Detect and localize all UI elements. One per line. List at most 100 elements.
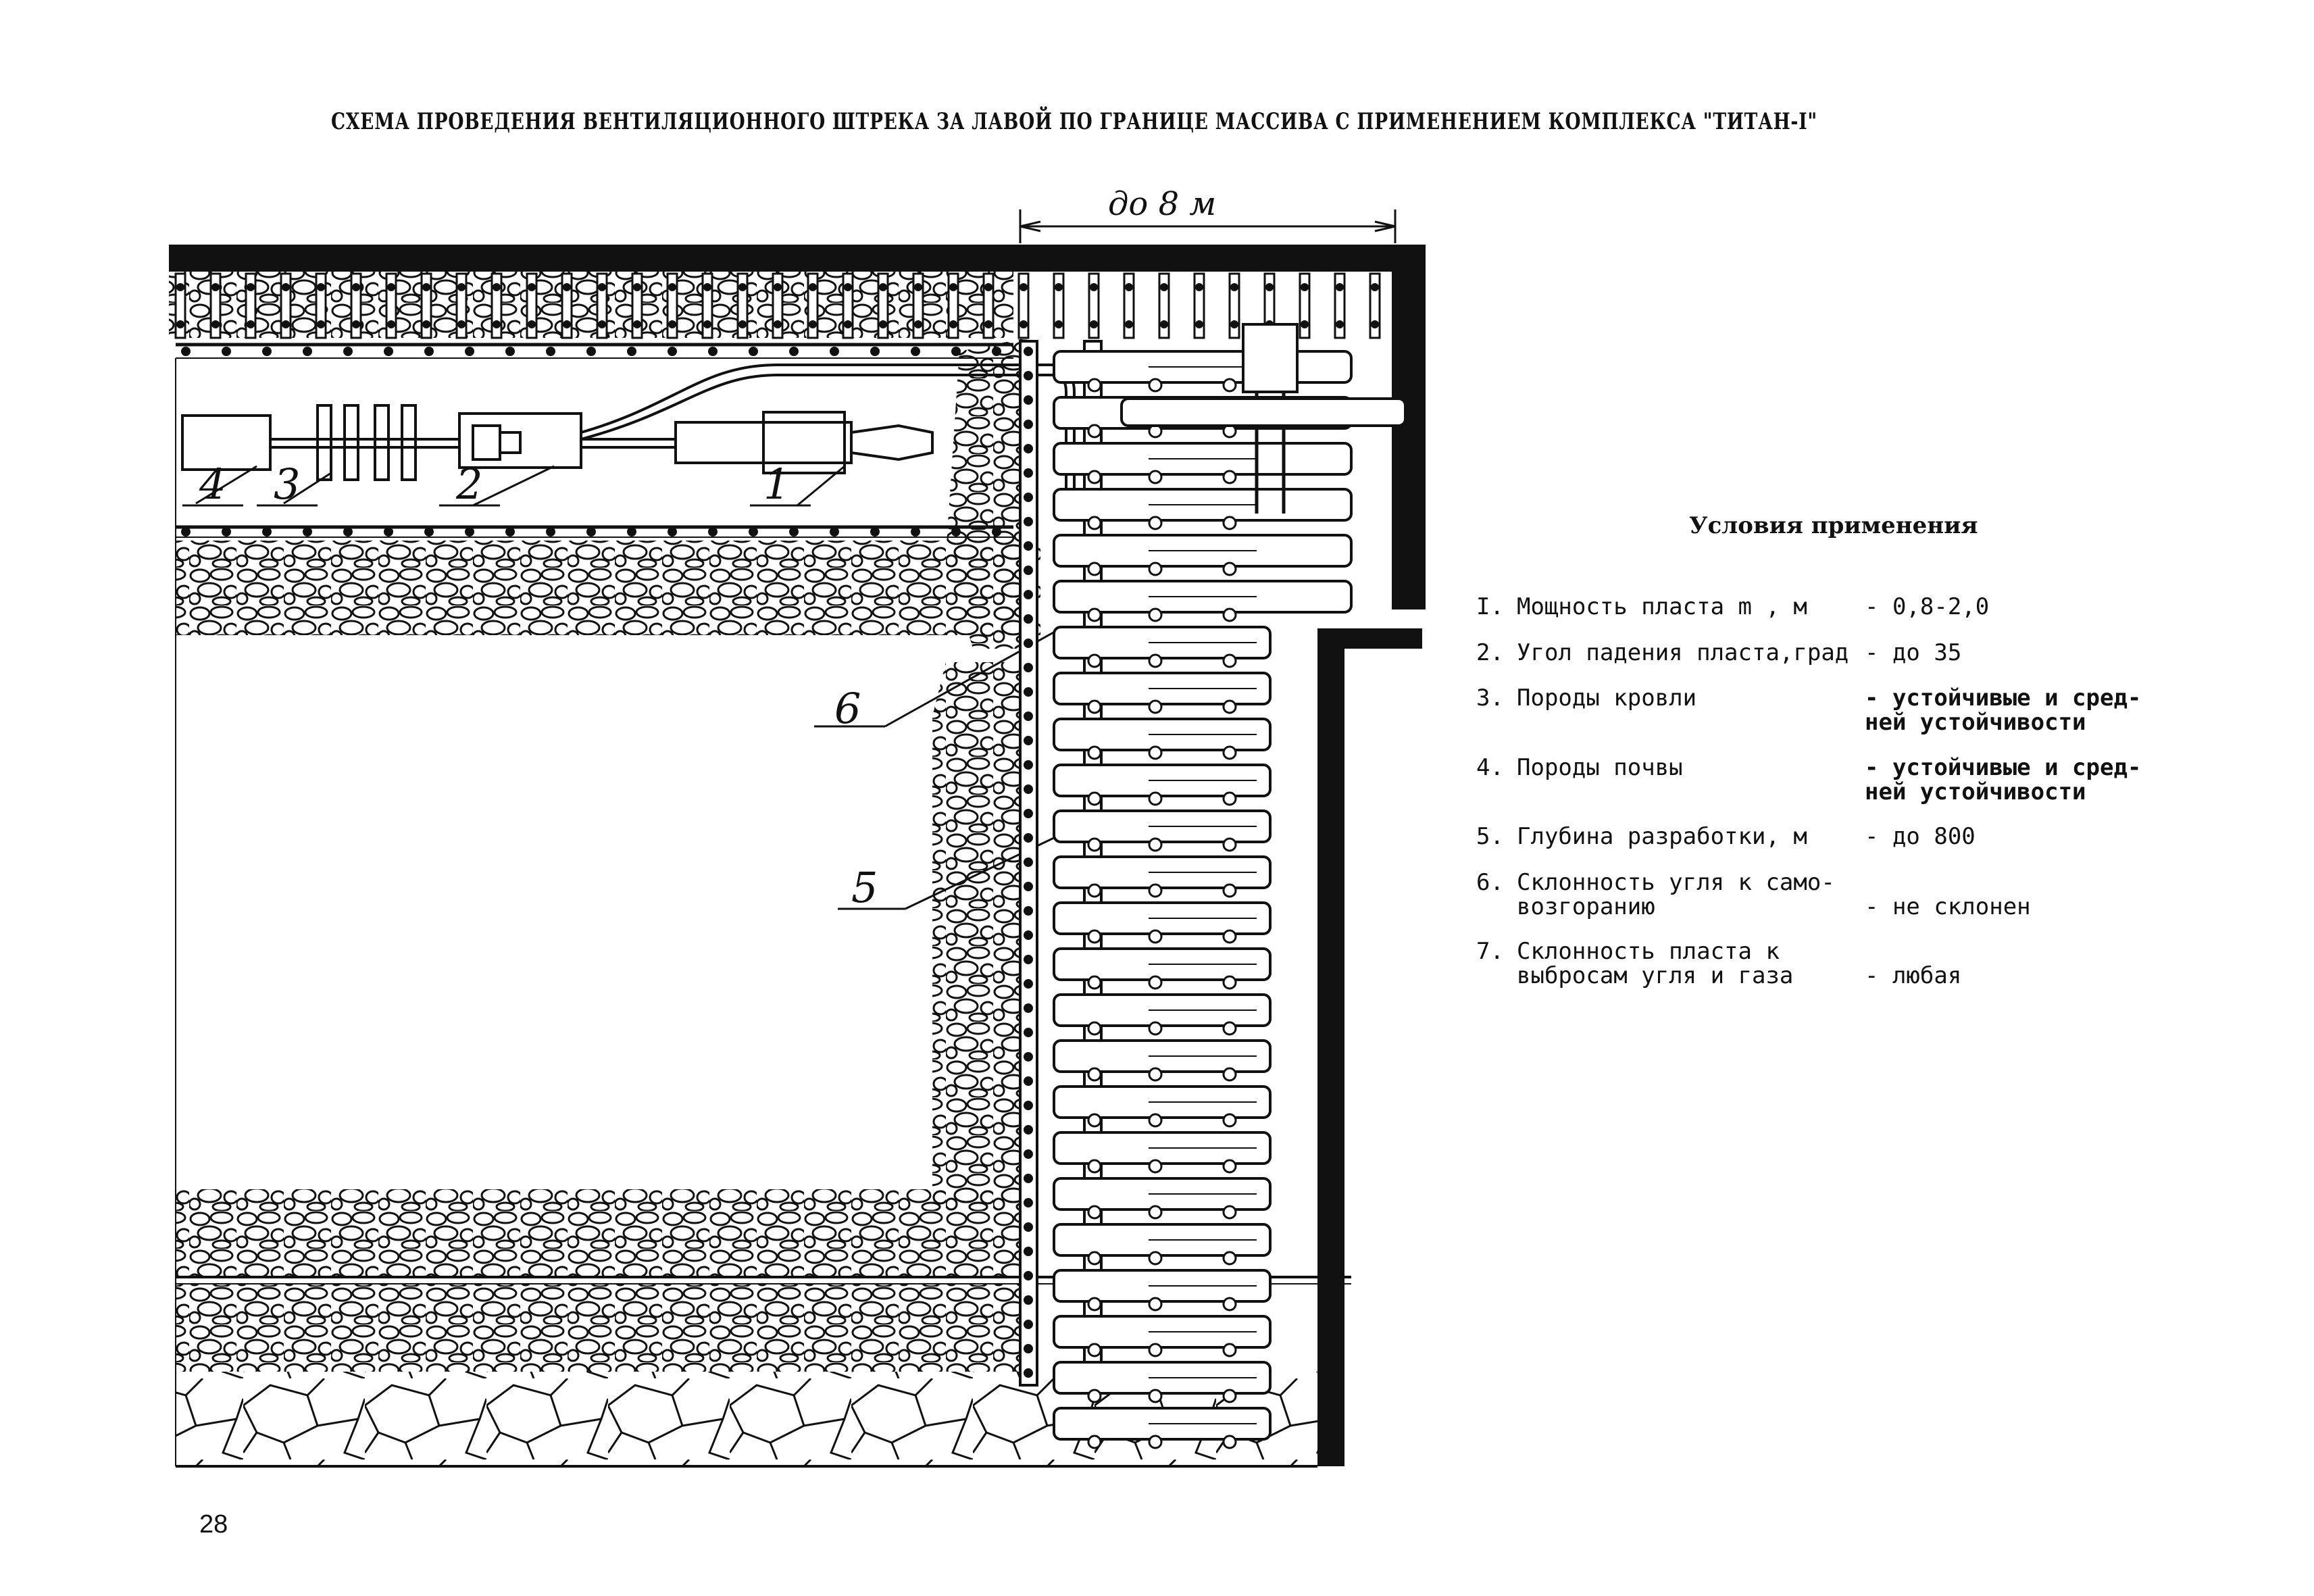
condition-value: - до 800 xyxy=(1865,823,1976,850)
roller xyxy=(384,347,393,356)
plank-roller xyxy=(1222,1113,1237,1128)
roller xyxy=(830,527,839,537)
prop-pin xyxy=(1230,320,1238,328)
beam-pin xyxy=(1024,493,1033,502)
prop-pin xyxy=(598,283,606,291)
prop-pin xyxy=(1055,283,1063,291)
roller xyxy=(262,527,272,537)
beam-pin xyxy=(1024,712,1033,721)
roller xyxy=(424,347,434,356)
plank-roller xyxy=(1222,1435,1237,1449)
plank-roller xyxy=(1148,837,1163,852)
prop-pin xyxy=(422,320,430,328)
plank-roller xyxy=(1222,929,1237,944)
beam-pin xyxy=(1024,882,1033,891)
plank-roller xyxy=(1087,1205,1102,1220)
callout-3: 3 xyxy=(274,459,300,509)
callout-1: 1 xyxy=(763,459,790,509)
prop-pin xyxy=(176,283,184,291)
beam-pin xyxy=(1024,371,1033,380)
prop-pin xyxy=(844,283,852,291)
plank-roller xyxy=(1222,516,1237,530)
plank-roller xyxy=(1222,745,1237,760)
beam-pin xyxy=(1024,1125,1033,1134)
prop-pin xyxy=(914,320,922,328)
beam-pin xyxy=(1024,809,1033,818)
plank-roller xyxy=(1087,516,1102,530)
prop-pin xyxy=(879,320,887,328)
plank-roller xyxy=(1087,1251,1102,1266)
plank-roller xyxy=(1148,883,1163,898)
prop-pin xyxy=(282,283,290,291)
condition-label: Породы почвы xyxy=(1517,754,1683,781)
equipment-callouts xyxy=(182,465,845,507)
condition-number: 5. xyxy=(1476,823,1504,850)
prop-pin xyxy=(1301,283,1309,291)
prop-pin xyxy=(949,283,957,291)
prop-pin xyxy=(1160,283,1168,291)
roller xyxy=(789,527,799,537)
roller xyxy=(465,347,474,356)
beam-pin xyxy=(1024,420,1033,429)
prop-pin xyxy=(1336,320,1344,328)
plank-roller xyxy=(1148,1435,1163,1449)
condition-number: 4. xyxy=(1476,754,1504,781)
prop-pin xyxy=(528,283,536,291)
prop-pin xyxy=(703,283,711,291)
beam-pin xyxy=(1024,1028,1033,1037)
plank-roller xyxy=(1087,1435,1102,1449)
drift-chain-rollers xyxy=(181,347,1001,537)
plank-roller xyxy=(1087,791,1102,806)
plank-roller xyxy=(1222,378,1237,393)
plank-roller xyxy=(1087,470,1102,484)
prop-pin xyxy=(457,320,466,328)
plank-roller xyxy=(1222,470,1237,484)
beam-pin xyxy=(1024,1003,1033,1013)
roller xyxy=(789,347,799,356)
prop-pin xyxy=(703,320,711,328)
roller xyxy=(222,347,231,356)
plank-roller xyxy=(1148,1389,1163,1403)
plank-roller xyxy=(1148,1159,1163,1174)
plank-roller xyxy=(1148,607,1163,622)
roller xyxy=(911,527,920,537)
crib-support-structure xyxy=(1019,323,1407,1449)
prop-pin xyxy=(1371,283,1379,291)
roller xyxy=(303,347,312,356)
prop-pin xyxy=(352,320,360,328)
beam-pin xyxy=(1024,1295,1033,1305)
beam-pin xyxy=(1024,1368,1033,1378)
condition-value: - до 35 xyxy=(1865,639,1962,666)
prop-pin xyxy=(211,283,220,291)
roller xyxy=(262,347,272,356)
plank-roller xyxy=(1222,1159,1237,1174)
prop-pin xyxy=(984,283,992,291)
prop-pin xyxy=(633,320,641,328)
condition-value: - устойчивые и сред- ней устойчивости xyxy=(1865,754,2142,805)
prop-pin xyxy=(247,320,255,328)
beam-pin xyxy=(1024,687,1033,697)
plank-roller xyxy=(1222,1205,1237,1220)
beam-pin xyxy=(1024,614,1033,624)
beam-pin xyxy=(1024,1247,1033,1256)
plank-roller xyxy=(1222,837,1237,852)
gantry-frame xyxy=(1242,323,1299,393)
roller xyxy=(870,347,880,356)
beam-pin xyxy=(1024,1149,1033,1159)
prop-pin xyxy=(1371,320,1379,328)
roller xyxy=(708,527,718,537)
roof-strata xyxy=(169,245,1426,1466)
roller xyxy=(668,347,677,356)
gantry-beam xyxy=(1120,397,1407,427)
beam-pin xyxy=(1024,663,1033,672)
plank-roller xyxy=(1222,1021,1237,1036)
condition-label: Склонность угля к само- возгоранию xyxy=(1517,869,1835,920)
plank-roller xyxy=(1148,653,1163,668)
condition-label: Породы кровли xyxy=(1517,684,1697,712)
roller xyxy=(222,527,231,537)
roller xyxy=(181,527,191,537)
beam-pin xyxy=(1024,784,1033,794)
beam-pin xyxy=(1024,1271,1033,1280)
prop-pin xyxy=(528,320,536,328)
roller xyxy=(505,347,515,356)
